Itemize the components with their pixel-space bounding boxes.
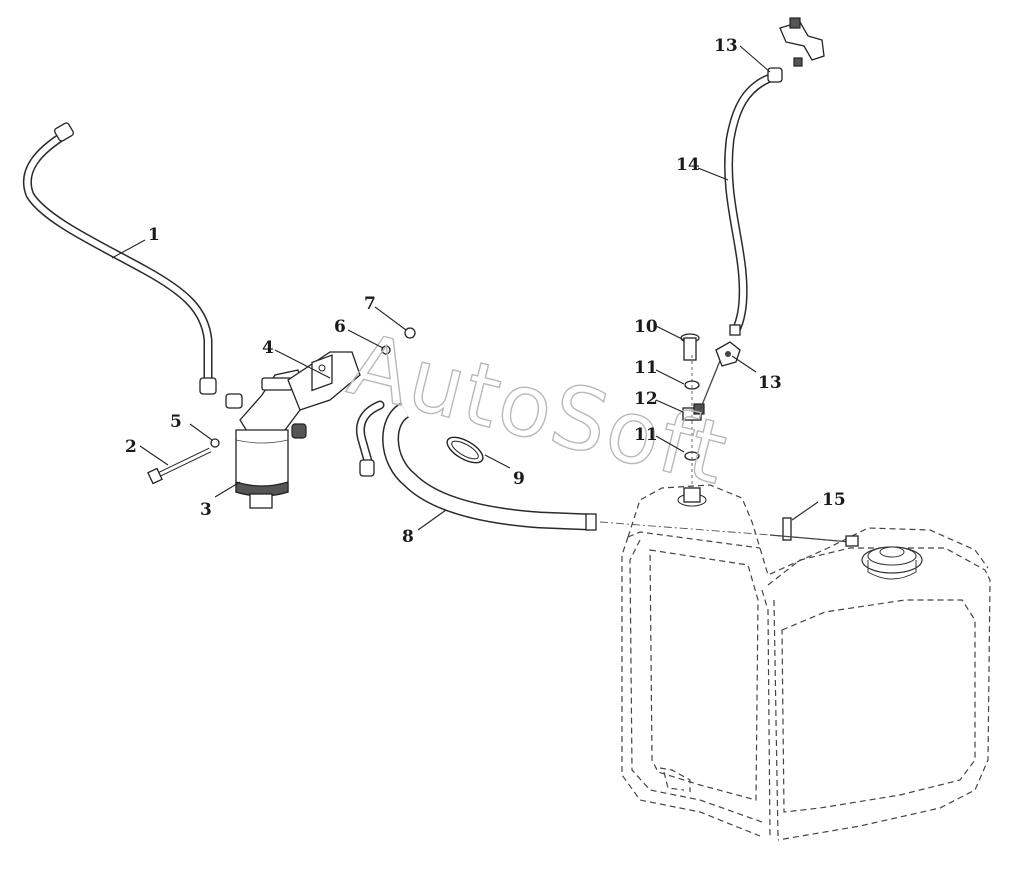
callout-10: 10 [634,317,658,337]
callout-11-upper: 11 [634,358,658,378]
callout-13-lower: 13 [758,373,782,393]
fuel-filter-3 [225,369,307,509]
nut-7 [404,327,416,339]
leader-lines [111,45,819,531]
callout-3: 3 [200,500,212,520]
callout-15: 15 [822,490,846,510]
callout-9: 9 [513,469,525,489]
washer-5 [210,438,220,448]
callout-2: 2 [125,437,137,457]
callout-6: 6 [334,317,346,337]
return-hose-14 [699,73,775,411]
callout-12: 12 [634,389,658,409]
bracket-4 [287,351,361,411]
hose-fitting-13-upper [767,17,825,83]
callout-8: 8 [402,527,414,547]
callout-1: 1 [148,225,160,245]
hose-clamp-9 [446,436,484,464]
callout-5: 5 [170,412,182,432]
hose-fitting-13-lower [715,341,741,367]
washer-6 [381,345,391,355]
banjo-bolt-10 [680,333,700,361]
clip-15 [769,517,859,547]
fuel-hose-1 [22,122,217,395]
callout-4: 4 [262,338,274,358]
callout-labels: 1 2 3 4 5 6 7 8 9 10 11 11 12 13 13 14 1… [125,36,846,547]
callout-11-lower: 11 [634,425,658,445]
callout-7: 7 [364,294,376,314]
callout-13-upper: 13 [714,36,738,56]
callout-14: 14 [676,155,700,175]
bolt-2 [147,447,212,485]
fuel-hose-8 [382,402,597,531]
short-hose [356,400,385,477]
fuel-tank [599,484,991,841]
